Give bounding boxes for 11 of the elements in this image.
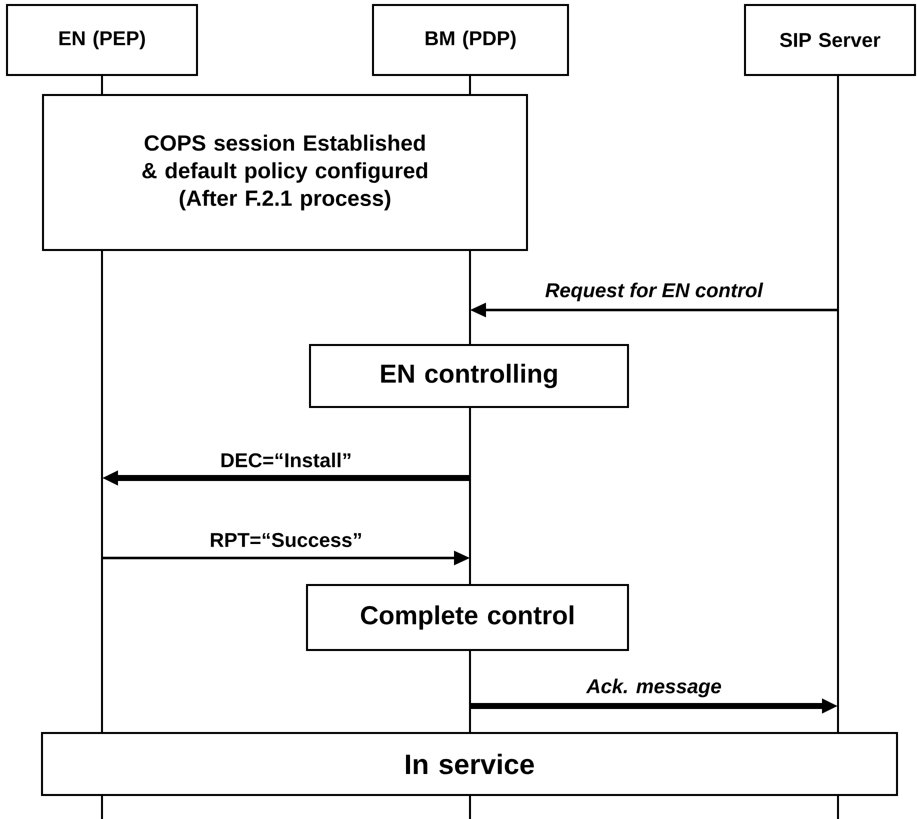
message-label: Ack. message xyxy=(586,678,722,698)
process-box: In service xyxy=(41,732,898,796)
process-box: EN controlling xyxy=(309,344,629,408)
message-label: Request for EN control xyxy=(545,282,764,302)
message-label: RPT=“Success” xyxy=(210,532,361,548)
process-box: Complete control xyxy=(306,584,629,651)
message-label: DEC=“Install” xyxy=(222,452,350,468)
process-box: COPS session Established & default policy configured (After F.2.1 process) xyxy=(42,94,528,251)
participant-box: BM (PDP) xyxy=(372,4,569,76)
participant-box: SIP Server xyxy=(744,4,916,76)
participant-box: EN (PEP) xyxy=(6,4,198,76)
